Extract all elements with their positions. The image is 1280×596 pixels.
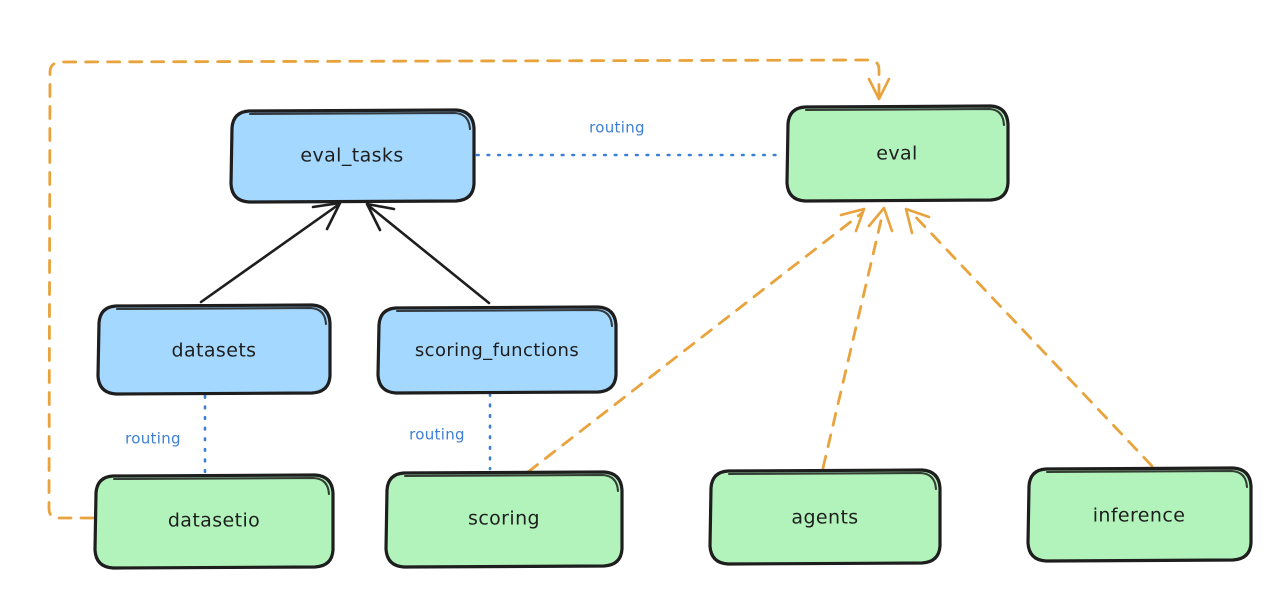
node-eval[interactable]: eval [785, 104, 1010, 203]
edge-label-routing-scoring: routing [409, 426, 465, 444]
node-agents[interactable]: agents [708, 468, 942, 566]
edge-inference-eval[interactable] [904, 207, 1154, 468]
edge-scoring-eval[interactable] [526, 207, 866, 474]
edge-label-routing-datasetio: routing [125, 430, 181, 448]
node-inference[interactable]: inference [1026, 466, 1253, 563]
node-eval_tasks[interactable]: eval_tasks [229, 108, 476, 204]
node-datasets[interactable]: datasets [96, 303, 332, 396]
node-datasetio[interactable]: datasetio [93, 473, 335, 570]
node-scoring_functions[interactable]: scoring_functions [376, 305, 618, 395]
node-label-eval: eval [876, 143, 917, 165]
edge-agents-eval[interactable] [821, 206, 894, 470]
node-label-agents: agents [791, 507, 858, 529]
node-label-eval_tasks: eval_tasks [300, 145, 403, 167]
edge-label-routing-eval: routing [589, 119, 645, 137]
node-scoring[interactable]: scoring [384, 470, 624, 569]
edge-datasetio-eval[interactable] [47, 58, 891, 520]
node-label-inference: inference [1093, 505, 1186, 527]
node-label-datasetio: datasetio [168, 510, 260, 532]
edge-datasets-eval_tasks[interactable] [199, 201, 342, 304]
node-label-scoring: scoring [468, 508, 540, 530]
node-label-datasets: datasets [172, 340, 257, 362]
edge-scoring_functions-eval_tasks[interactable] [365, 202, 491, 305]
node-label-scoring_functions: scoring_functions [415, 340, 579, 361]
